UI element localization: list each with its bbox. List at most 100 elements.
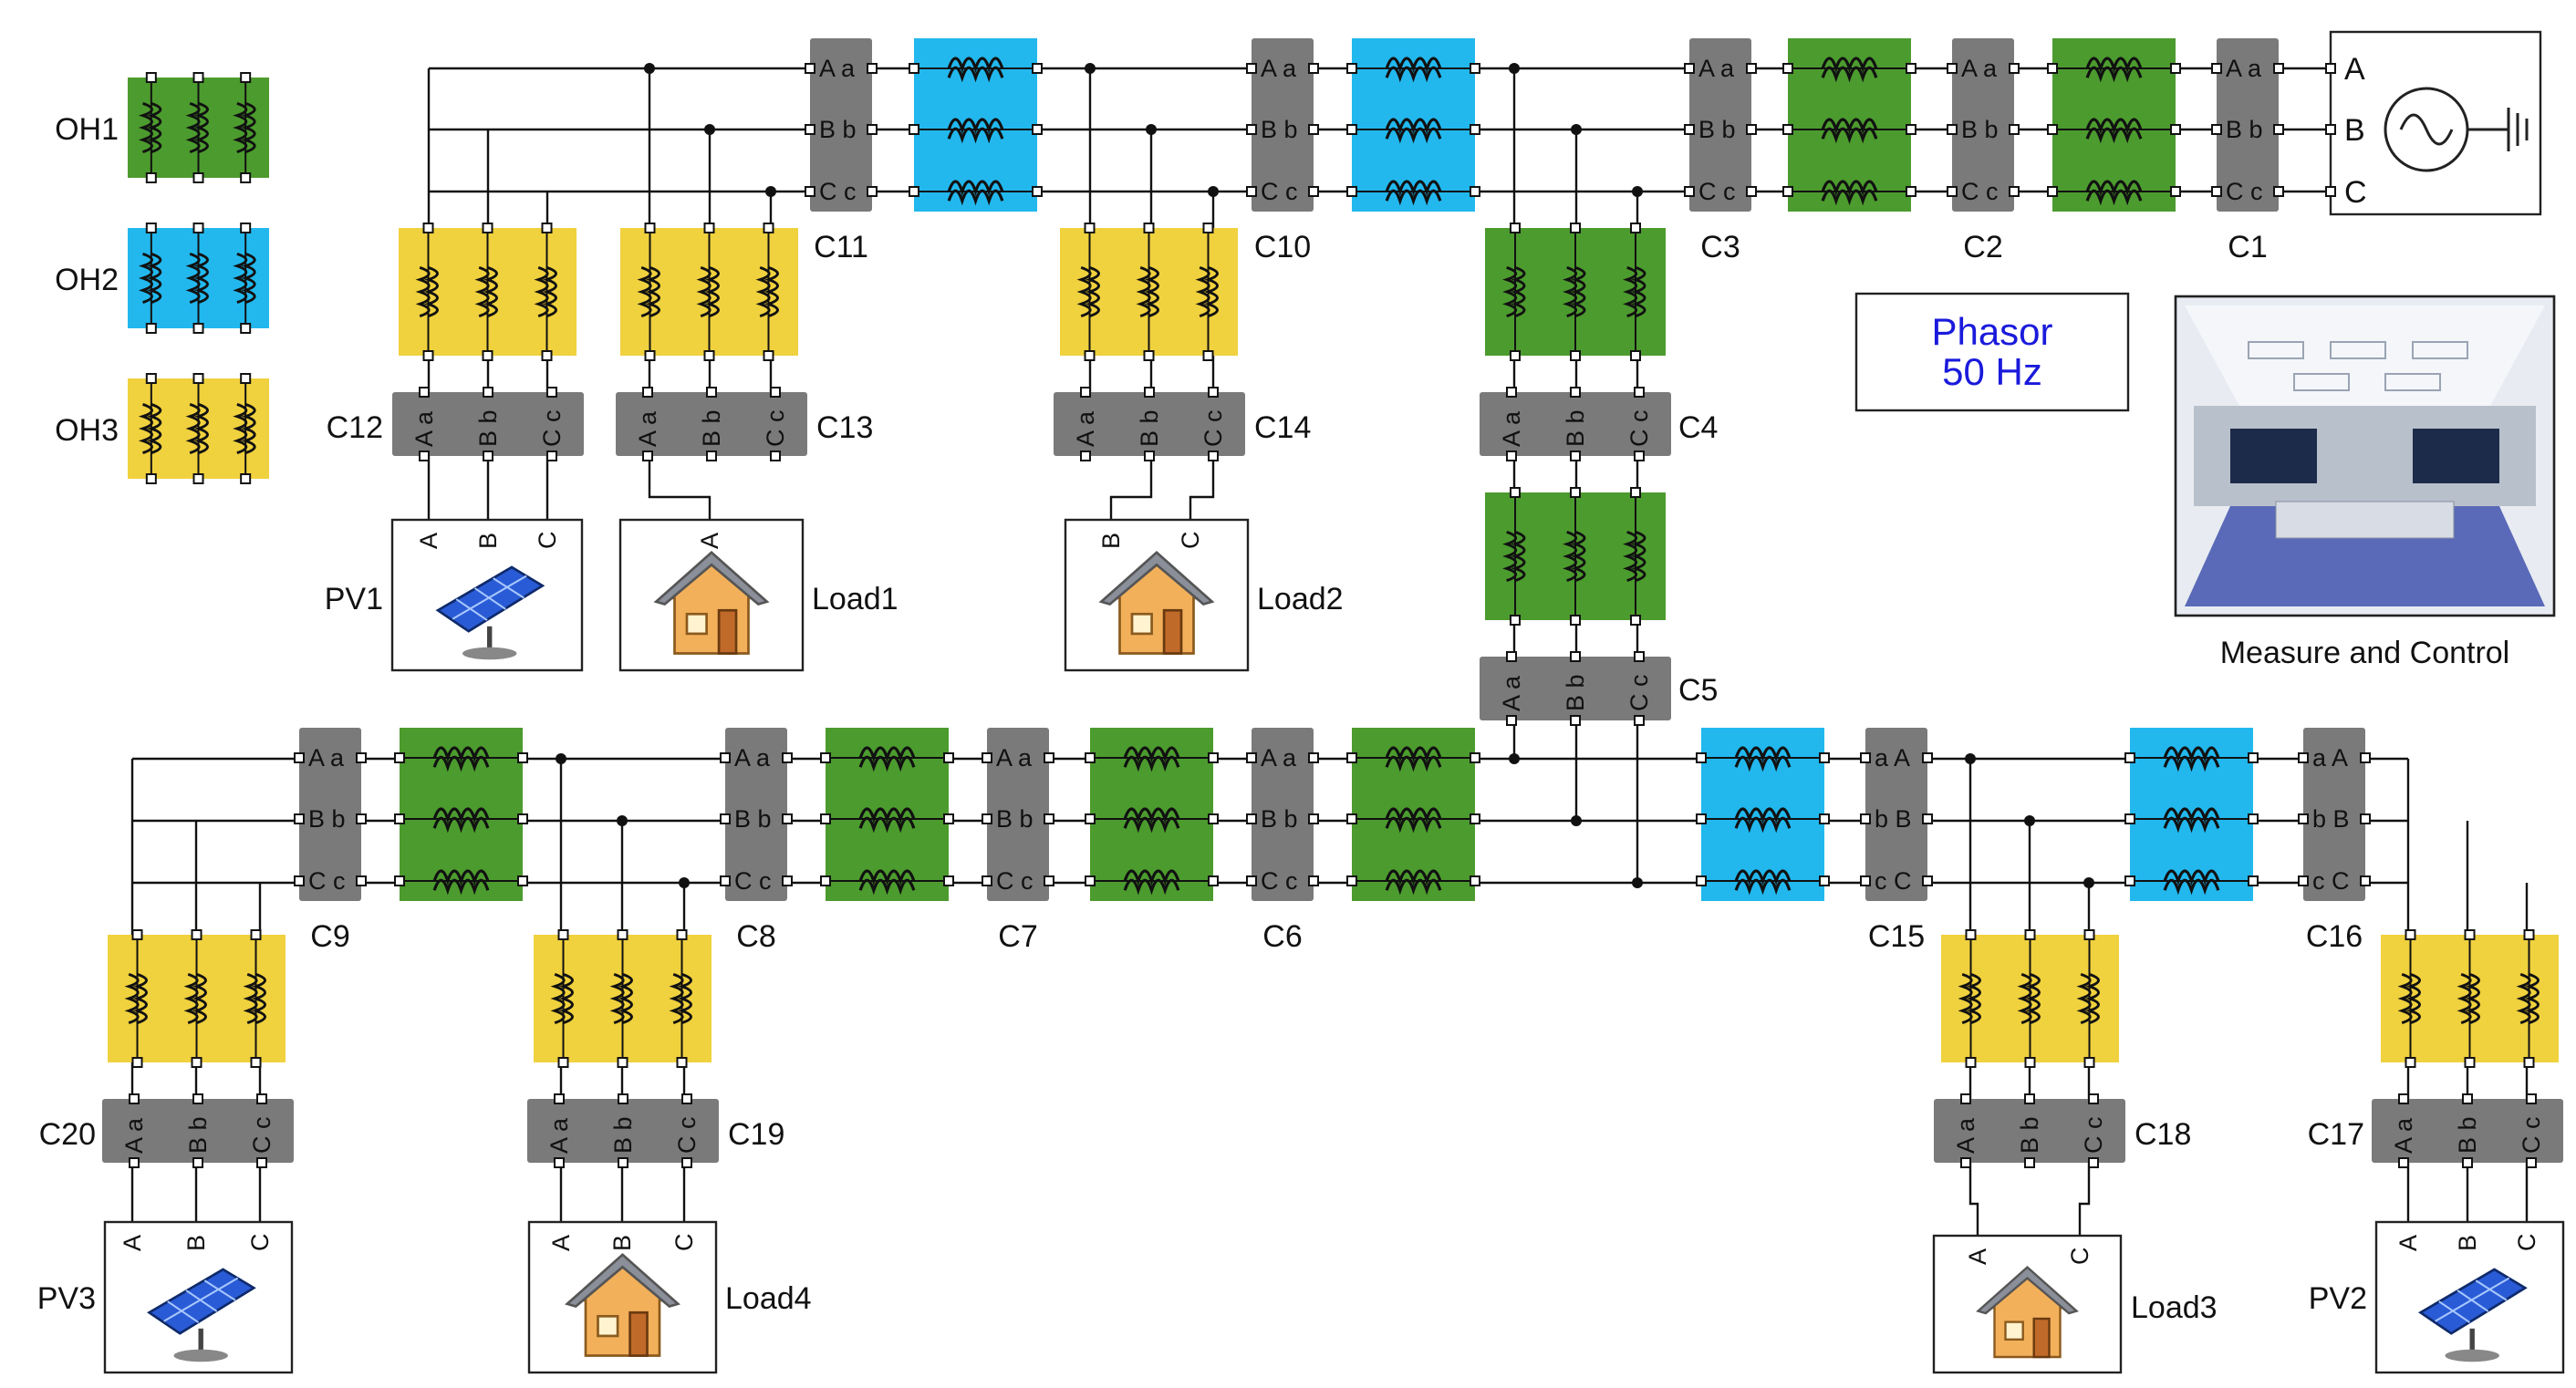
port [763,350,774,361]
port [2273,124,2284,135]
port [240,223,252,233]
port [676,1057,688,1068]
switch-label-c9: C9 [310,919,349,954]
port [356,813,367,824]
wire [1109,456,1153,520]
switch-phase-label: A a [1698,55,1735,82]
switch-phase-label: C c [2080,1117,2107,1155]
port [2009,186,2020,197]
legend-label-oh3: OH3 [55,413,119,448]
switch-label-c2: C2 [1963,230,2002,264]
switch-phase-label: A a [1498,675,1525,711]
port [1570,387,1581,398]
port [1085,813,1096,824]
source-port-label: B [2344,113,2365,148]
port [1346,186,1357,197]
port [703,350,715,361]
switch-label-c19: C19 [728,1117,784,1152]
port [2124,875,2135,886]
wire [2078,1163,2091,1236]
port [1860,875,1871,886]
port [2398,1093,2409,1104]
port [805,186,815,197]
switch-phase-label: C c [248,1117,275,1155]
port [557,1057,569,1068]
port [2248,813,2259,824]
port [943,875,954,886]
switch-phase-label: B b [1961,116,1999,143]
device-port-label: A [696,533,723,549]
port [2405,929,2416,940]
device-port-label: C [2513,1234,2540,1252]
port [2325,186,2336,197]
port [2009,124,2020,135]
ceiling-light [2248,341,2304,359]
port [294,813,305,824]
switch-block-c20 [102,1099,294,1163]
switch-block-c13 [616,392,807,456]
port [1346,875,1357,886]
switch-phase-label: C c [734,867,772,895]
switch-phase-label: B b [308,805,346,833]
port [1208,752,1219,763]
port [617,929,628,940]
device-port-label: B [1097,533,1125,549]
port [909,124,919,135]
port [2462,1157,2473,1168]
port [1684,186,1695,197]
port [1570,715,1581,726]
port [2464,1057,2476,1068]
switch-phase-label: C c [1698,178,1736,205]
port [770,451,781,461]
port [2170,124,2181,135]
port [1965,929,1977,940]
switch-block [2303,728,2365,901]
port [2523,1057,2535,1068]
port [720,752,731,763]
port [192,223,204,233]
switch-block-c4 [1480,392,1671,456]
port [250,929,262,940]
switch-block-c18 [1934,1099,2125,1163]
port [1470,813,1480,824]
port [1684,124,1695,135]
port [517,813,528,824]
port [554,1157,565,1168]
switch-label-c5: C5 [1678,673,1718,708]
port [191,1057,203,1068]
port [1960,1157,1971,1168]
switch-phase-label: B b [2454,1116,2481,1154]
port [2298,875,2309,886]
device-port-label: C [1177,532,1204,550]
monitor-wall-left [2230,429,2317,483]
switch-label-c10: C10 [1254,230,1311,264]
port [1947,186,1958,197]
port [720,813,731,824]
load-label-load1: Load1 [812,582,898,616]
port [192,1157,203,1168]
switch-phase-label: C c [2226,178,2263,205]
switch-label-c8: C8 [736,919,775,954]
switch-phase-label: B b [1261,116,1298,143]
port [145,223,157,233]
port [1634,715,1645,726]
switch-phase-label: C c [673,1117,701,1155]
device-port-label: B [474,533,502,549]
port [1634,651,1645,662]
port [250,1057,262,1068]
port [1746,63,1757,74]
switch-phase-label: A a [1961,55,1998,82]
port [1143,223,1155,233]
port [1506,651,1517,662]
ceiling-light [2330,341,2386,359]
port [1746,124,1757,135]
three-phase-source [2329,30,2542,216]
port [557,929,569,940]
port [1044,813,1054,824]
port [256,1157,267,1168]
port [1630,487,1641,498]
port [618,1093,628,1104]
powergui-phasor-block [1854,292,2130,412]
port [820,752,831,763]
